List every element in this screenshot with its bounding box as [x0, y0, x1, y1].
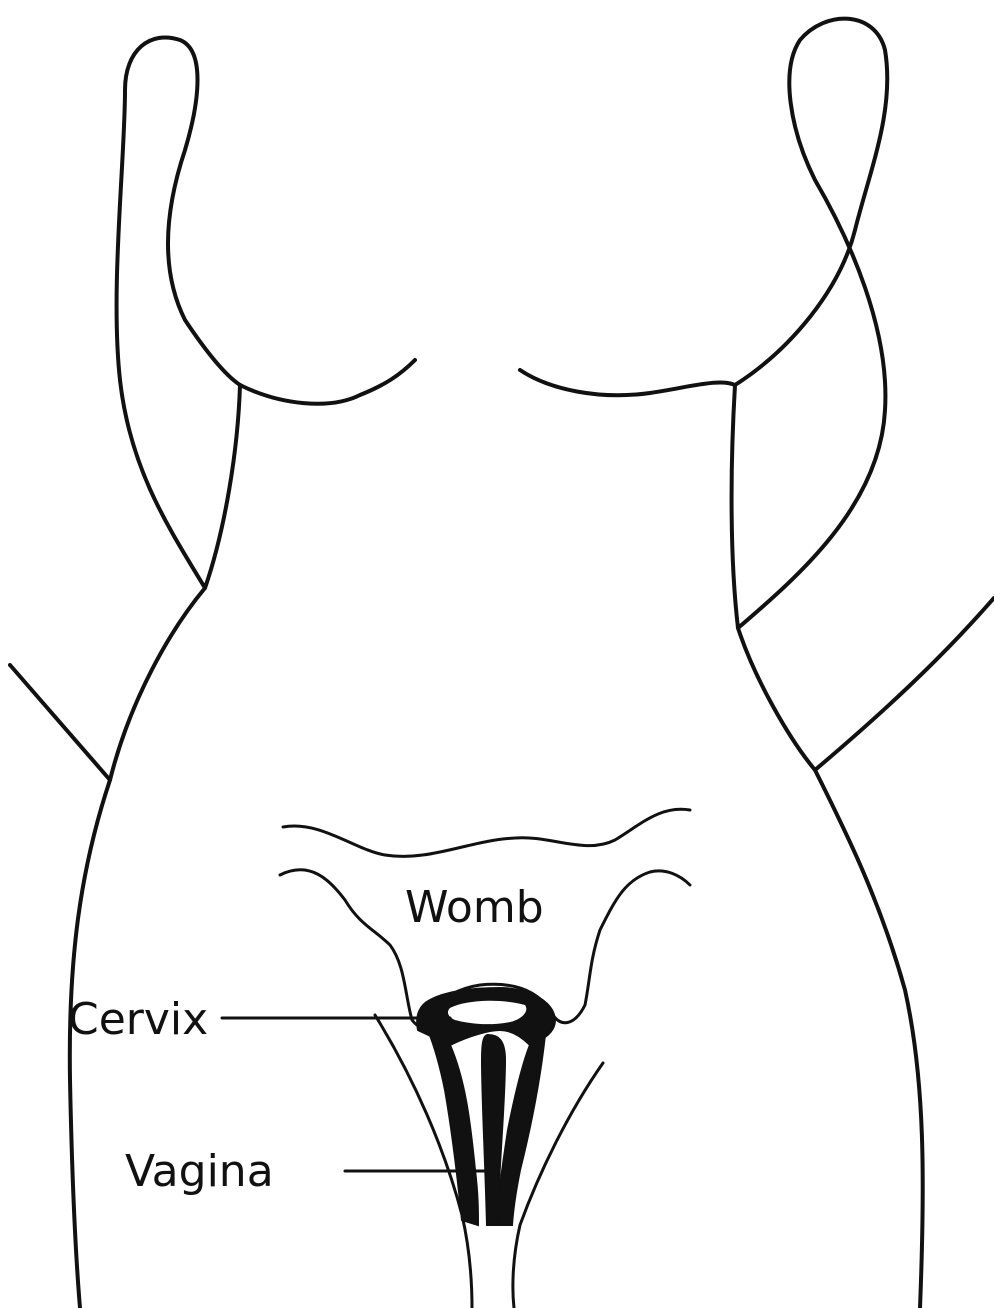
right-hand-outline: [815, 598, 994, 770]
left-hand-outline: [10, 665, 110, 780]
right-arm-outline: [735, 19, 887, 628]
vagina-label: Vagina: [125, 1146, 274, 1197]
right-torso-outline: [732, 385, 923, 1308]
left-breast-outline: [240, 360, 415, 404]
womb-upper-outline: [283, 809, 690, 856]
right-breast-outline: [520, 370, 735, 395]
left-arm-outline: [117, 37, 240, 588]
cervix-label: Cervix: [68, 994, 208, 1045]
womb-label: Womb: [405, 882, 544, 933]
